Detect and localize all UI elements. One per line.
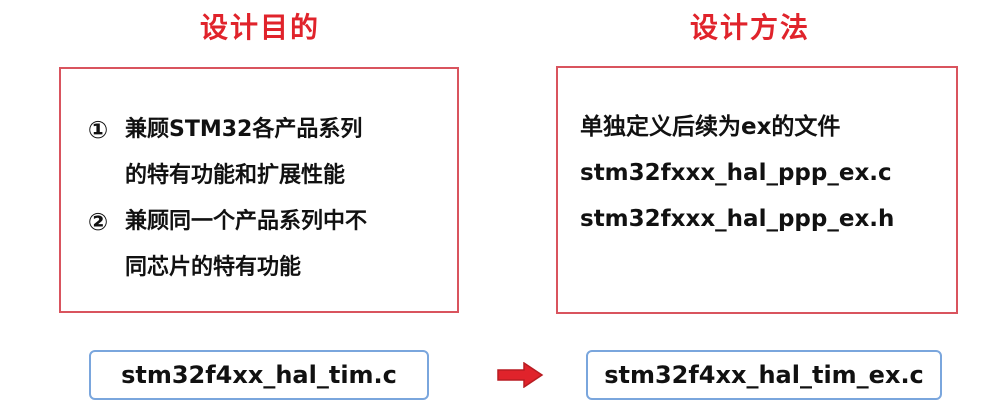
design-method-heading: 设计方法 [689,11,810,44]
extension-file-box: stm32f4xx_hal_tim_ex.c [586,350,942,400]
source-file-box: stm32f4xx_hal_tim.c [89,350,429,400]
purpose-item-1: ① 兼顾STM32各产品系列 的特有功能和扩展性能 [83,107,363,199]
design-method-panel: 单独定义后续为ex的文件 stm32fxxx_hal_ppp_ex.c stm3… [556,66,958,314]
purpose-item-1-line-2: 的特有功能和扩展性能 [125,163,346,188]
right-arrow-icon [497,362,544,388]
design-purpose-panel: ① 兼顾STM32各产品系列 的特有功能和扩展性能 ② 兼顾同一个产品系列中不 … [59,67,459,313]
purpose-item-2-line-1: 兼顾同一个产品系列中不 [125,209,368,234]
circled-number-2: ② [87,208,109,236]
method-file-c: stm32fxxx_hal_ppp_ex.c [580,160,892,186]
purpose-item-2: ② 兼顾同一个产品系列中不 同芯片的特有功能 [83,199,367,291]
purpose-item-1-line-1: 兼顾STM32各产品系列 [125,117,363,142]
purpose-item-2-line-2: 同芯片的特有功能 [125,255,302,280]
design-purpose-heading: 设计目的 [199,11,320,44]
method-file-h: stm32fxxx_hal_ppp_ex.h [580,206,895,232]
circled-number-1: ① [87,116,109,144]
method-description: 单独定义后续为ex的文件 [580,114,841,140]
